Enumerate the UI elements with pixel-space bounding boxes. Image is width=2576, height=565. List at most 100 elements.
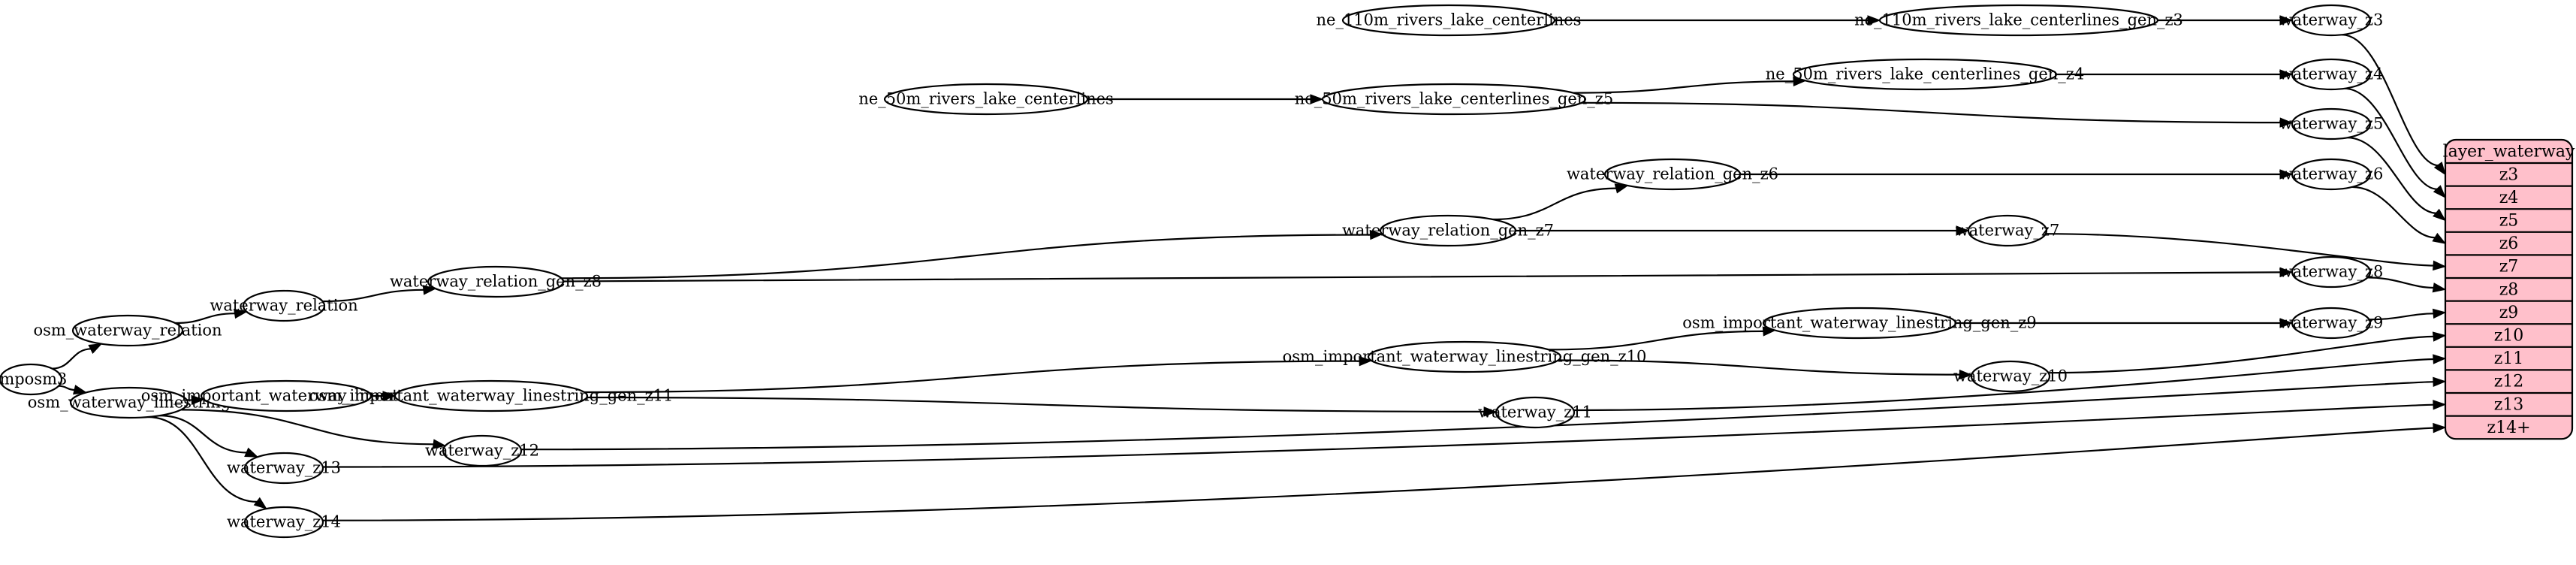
table-row-z8[interactable]: z8 [2499, 280, 2519, 299]
node-ne_50m_rivers_lake_centerlines_gen_z4[interactable]: ne_50m_rivers_lake_centerlines_gen_z4 [1766, 58, 2084, 91]
edge-waterway_relation_gen_z8-to-waterway_z8 [563, 271, 2282, 282]
node-label: imposm3 [0, 370, 67, 388]
node-ellipse [243, 452, 324, 485]
node-label: waterway_z10 [1953, 367, 2068, 385]
node-waterway_z3[interactable]: waterway_z3 [2279, 4, 2384, 37]
node-osm_important_waterway_linestring[interactable]: osm_important_waterway_linestring [141, 379, 432, 412]
node-waterway_z6[interactable]: waterway_z6 [2279, 158, 2384, 191]
edge-osm_waterway_linestring-to-waterway_z14 [147, 415, 258, 503]
node-osm_waterway_relation[interactable]: osm_waterway_relation [33, 314, 222, 347]
node-osm_waterway_linestring[interactable]: osm_waterway_linestring [28, 386, 231, 419]
node-waterway_relation_gen_z8[interactable]: waterway_relation_gen_z8 [390, 265, 602, 298]
node-label: waterway_z12 [425, 442, 539, 460]
arrow-icon [1959, 369, 1973, 380]
node-waterway_z10[interactable]: waterway_z10 [1953, 360, 2068, 393]
node-label: osm_waterway_linestring [28, 394, 231, 412]
node-ellipse [200, 379, 373, 412]
node-ellipse [1762, 307, 1957, 340]
node-ellipse [1341, 4, 1556, 37]
node-label: waterway_z3 [2279, 11, 2384, 29]
node-label: waterway_z6 [2279, 165, 2384, 183]
table-row-z11[interactable]: z11 [2494, 349, 2524, 368]
edge-waterway_relation_gen_z8-to-waterway_relation_gen_z7 [561, 234, 1371, 279]
arrow-icon [2433, 422, 2447, 434]
arrow-icon [2279, 69, 2294, 80]
table-row-z3[interactable]: z3 [2499, 165, 2519, 184]
node-ne_50m_rivers_lake_centerlines[interactable]: ne_50m_rivers_lake_centerlines [858, 83, 1114, 116]
node-label: waterway_relation [210, 297, 357, 315]
node-ellipse [69, 386, 189, 419]
node-label: ne_50m_rivers_lake_centerlines_gen_z4 [1766, 65, 2084, 83]
node-label: waterway_z13 [227, 459, 341, 477]
node-label: ne_50m_rivers_lake_centerlines_gen_z5 [1295, 90, 1613, 108]
arrow-icon [432, 439, 447, 449]
edge-waterway_z10-to-layer_waterway-z10 [2048, 335, 2435, 374]
node-waterway_z7[interactable]: waterway_z7 [1956, 214, 2060, 247]
edge-waterway_z8-to-layer_waterway-z8 [2367, 276, 2435, 289]
node-ellipse [1792, 58, 2058, 91]
node-waterway_z11[interactable]: waterway_z11 [1478, 396, 1592, 429]
node-ne_50m_rivers_lake_centerlines_gen_z5[interactable]: ne_50m_rivers_lake_centerlines_gen_z5 [1295, 83, 1613, 116]
node-waterway_z14[interactable]: waterway_z14 [227, 506, 341, 539]
node-waterway_z9[interactable]: waterway_z9 [2279, 307, 2384, 340]
node-osm_important_waterway_linestring_gen_z9[interactable]: osm_important_waterway_linestring_gen_z9 [1682, 307, 2037, 340]
node-ne_110m_rivers_lake_centerlines[interactable]: ne_110m_rivers_lake_centerlines [1317, 4, 1582, 37]
arrow-icon [233, 308, 248, 319]
edge-osm_important_waterway_linestring_gen_z10-to-osm_important_waterway_linestring_gen_z9 [1549, 330, 1764, 351]
table-row-z10[interactable]: z10 [2494, 327, 2524, 346]
arrow-icon [2279, 15, 2294, 26]
edge-osm_important_waterway_linestring_gen_z10-to-waterway_z10 [1558, 359, 1961, 376]
node-imposm3[interactable]: imposm3 [0, 363, 67, 396]
node-waterway_z5[interactable]: waterway_z5 [2279, 107, 2384, 140]
node-ellipse [1367, 340, 1562, 373]
arrow-icon [1956, 225, 1970, 236]
table-title: layer_waterway [2443, 143, 2575, 162]
edge-ne_50m_rivers_lake_centerlines_gen_z5-to-ne_50m_rivers_lake_centerlines_gen_z4 [1573, 80, 1795, 94]
arrow-icon [2433, 376, 2447, 388]
table-row-z7[interactable]: z7 [2499, 258, 2519, 276]
node-waterway_relation_gen_z7[interactable]: waterway_relation_gen_z7 [1342, 214, 1554, 247]
node-ellipse [394, 379, 589, 412]
arrow-icon [1359, 355, 1373, 367]
edge-osm_important_waterway_linestring_gen_z11-to-waterway_z11 [587, 396, 1486, 412]
edge-imposm3-to-osm_waterway_relation [52, 348, 92, 370]
table-row-z14plus[interactable]: z14+ [2487, 418, 2530, 437]
node-label: ne_110m_rivers_lake_centerlines_gen_z3 [1854, 11, 2183, 29]
edge-ne_50m_rivers_lake_centerlines_gen_z5-to-waterway_z5 [1581, 101, 2282, 124]
arrow-icon [422, 285, 437, 295]
table-row-z9[interactable]: z9 [2499, 304, 2519, 322]
edge-osm_waterway_linestring-to-waterway_z12 [180, 409, 435, 446]
table-row-z6[interactable]: z6 [2499, 234, 2519, 253]
node-label: waterway_z8 [2279, 263, 2384, 281]
node-ellipse [2291, 107, 2372, 140]
node-waterway_relation[interactable]: waterway_relation [210, 289, 358, 322]
node-waterway_z12[interactable]: waterway_z12 [425, 434, 539, 467]
node-ellipse [1379, 214, 1517, 247]
arrow-icon [1310, 94, 1324, 104]
table-row-z13[interactable]: z13 [2494, 395, 2524, 414]
node-waterway_z4[interactable]: waterway_z4 [2279, 58, 2384, 91]
edge-waterway_relation-to-waterway_relation_gen_z8 [322, 289, 424, 303]
arrow-icon [2433, 400, 2447, 410]
edge-osm_important_waterway_linestring_gen_z11-to-osm_important_waterway_linestring_gen_z10 [584, 360, 1361, 394]
table-row-z12[interactable]: z12 [2494, 373, 2524, 391]
arrow-icon [2433, 354, 2447, 364]
edge-waterway_relation_gen_z7-to-waterway_relation_gen_z6 [1492, 187, 1617, 221]
node-waterway_z8[interactable]: waterway_z8 [2279, 255, 2384, 289]
table-row-z5[interactable]: z5 [2499, 212, 2519, 231]
node-label: osm_important_waterway_linestring_gen_z1… [309, 387, 674, 405]
arrow-icon [2432, 308, 2447, 319]
node-osm_important_waterway_linestring_gen_z11[interactable]: osm_important_waterway_linestring_gen_z1… [309, 379, 674, 412]
edge-waterway_z3-to-layer_waterway-z3 [2342, 34, 2439, 167]
node-waterway_relation_gen_z6[interactable]: waterway_relation_gen_z6 [1567, 158, 1778, 191]
node-label: osm_important_waterway_linestring_gen_z1… [1283, 348, 1647, 366]
node-osm_important_waterway_linestring_gen_z10[interactable]: osm_important_waterway_linestring_gen_z1… [1283, 340, 1647, 373]
arrow-icon [2432, 232, 2447, 244]
node-waterway_z13[interactable]: waterway_z13 [227, 452, 341, 485]
table-row-z4[interactable]: z4 [2499, 189, 2519, 207]
arrow-icon [2433, 208, 2447, 222]
node-ellipse [71, 314, 184, 347]
node-ne_110m_rivers_lake_centerlines_gen_z3[interactable]: ne_110m_rivers_lake_centerlines_gen_z3 [1854, 4, 2183, 37]
arrow-icon [2279, 267, 2294, 278]
